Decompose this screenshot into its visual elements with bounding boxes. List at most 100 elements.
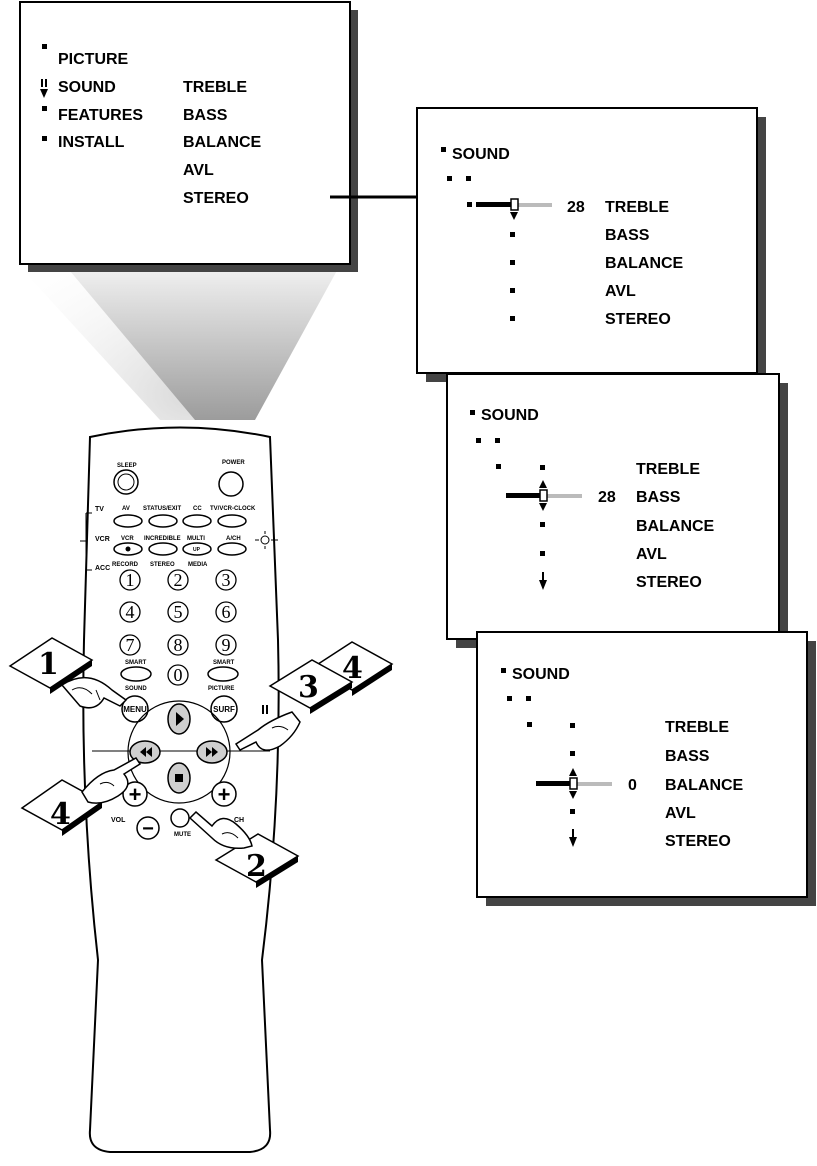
side-label-vcr: VCR	[95, 536, 110, 543]
menu-item-features: FEATURES	[58, 107, 143, 124]
menu-item-picture: PICTURE	[58, 51, 129, 68]
level-slider	[536, 768, 612, 799]
cc-label: CC	[193, 506, 202, 512]
av-button[interactable]	[113, 514, 143, 528]
incredible-stereo-button[interactable]	[148, 542, 178, 556]
status-exit-button[interactable]	[148, 514, 178, 528]
pointing-hand-1-icon	[60, 676, 128, 709]
multi-up-label: UP	[193, 547, 201, 553]
digit-8-button[interactable]	[167, 634, 189, 656]
step-1-marker: 1	[8, 637, 94, 694]
step-2-number: 2	[246, 849, 267, 884]
ch-up-button[interactable]	[211, 781, 237, 807]
digit-5-label: 5	[174, 602, 183, 622]
level-slider	[476, 198, 552, 220]
status-exit-label: STATUS/EXIT	[143, 506, 181, 512]
digit-3-button[interactable]	[215, 569, 237, 591]
smart-picture-button[interactable]	[207, 666, 239, 682]
panel-item-bass: BASS	[665, 748, 710, 765]
panel-title: SOUND	[481, 407, 539, 424]
mute-label: MUTE	[174, 832, 191, 838]
ach-button[interactable]	[217, 542, 247, 556]
surf-button[interactable]	[210, 695, 238, 723]
bullet-icon	[510, 316, 515, 321]
play-icon	[176, 712, 184, 726]
digit-5-button[interactable]	[167, 601, 189, 623]
multi-media-button[interactable]	[182, 542, 212, 556]
digit-7-button[interactable]	[119, 634, 141, 656]
panel-item-balance: BALANCE	[665, 777, 744, 794]
panel-item-bass: BASS	[605, 227, 650, 244]
panel-item-avl: AVL	[665, 805, 696, 822]
bullet-icon	[441, 147, 446, 152]
menu-button[interactable]	[121, 695, 149, 723]
digit-3-label: 3	[222, 570, 231, 590]
vol-down-button[interactable]	[136, 816, 160, 840]
digit-9-button[interactable]	[215, 634, 237, 656]
digit-0-button[interactable]	[167, 664, 189, 686]
cc-button[interactable]	[182, 514, 212, 528]
bullet-icon	[570, 809, 575, 814]
level-value: 0	[628, 777, 637, 794]
picture-label: PICTURE	[208, 686, 234, 692]
scroll-down-icon	[539, 572, 547, 590]
digit-2-button[interactable]	[167, 569, 189, 591]
digit-1-label: 1	[126, 570, 135, 590]
step-2-marker: 2	[214, 833, 300, 888]
tv-vcr-clock-button[interactable]	[217, 514, 247, 528]
digit-4-label: 4	[126, 602, 135, 622]
bullet-icon	[470, 410, 475, 415]
bullet-icon	[42, 44, 47, 49]
panel-title: SOUND	[512, 666, 570, 683]
bullet-icon	[476, 438, 481, 443]
side-label-tv: TV	[95, 506, 104, 513]
vol-up-button[interactable]	[122, 781, 148, 807]
bullet-icon	[510, 232, 515, 237]
level-value: 28	[567, 199, 585, 216]
mute-button[interactable]	[170, 808, 190, 828]
panel-item-balance: BALANCE	[605, 255, 684, 272]
bullet-icon	[540, 551, 545, 556]
plus-icon: +	[129, 782, 142, 807]
level-value: 28	[598, 489, 616, 506]
submenu-balance: BALANCE	[183, 134, 262, 151]
power-button[interactable]	[218, 471, 244, 497]
number-pad: 1 2 3 4 5 6 7 8 9 0	[119, 569, 237, 686]
rewind-icon	[140, 747, 146, 757]
step-1-number: 1	[38, 647, 59, 682]
nav-ring	[127, 700, 231, 804]
bullet-icon	[42, 136, 47, 141]
main-menu-screen: PICTURE SOUND FEATURES INSTALL TREBLE BA…	[19, 1, 358, 272]
smart-picture-label: SMART	[213, 660, 235, 666]
sound-panel-balance: SOUND 0 TREBLE BASS BALANCE AVL STEREO	[476, 631, 816, 906]
sun-icon	[255, 531, 278, 549]
remote-light-beam	[65, 265, 340, 420]
digit-6-button[interactable]	[215, 601, 237, 623]
minus-icon: −	[142, 818, 154, 840]
digit-4-button[interactable]	[119, 601, 141, 623]
sleep-label: SLEEP	[117, 463, 137, 469]
side-label-acc: ACC	[95, 565, 110, 572]
bullet-icon	[527, 722, 532, 727]
record-label: RECORD	[112, 562, 139, 568]
bullet-icon	[510, 260, 515, 265]
submenu-stereo: STEREO	[183, 190, 249, 207]
bullet-icon	[466, 176, 471, 181]
digit-8-label: 8	[174, 635, 183, 655]
smart-sound-button[interactable]	[120, 666, 152, 682]
panel-item-stereo: STEREO	[636, 574, 702, 591]
bullet-icon	[42, 106, 47, 111]
digit-1-button[interactable]	[119, 569, 141, 591]
record-dot-icon	[125, 546, 131, 552]
smart-sound-label: SMART	[125, 660, 147, 666]
bullet-icon	[570, 751, 575, 756]
fast-forward-icon	[206, 747, 212, 757]
pointing-hand-4-icon	[81, 757, 142, 804]
bullet-icon	[447, 176, 452, 181]
plus-icon: +	[218, 782, 231, 807]
step-3-number: 3	[298, 670, 319, 705]
step-4-left-marker: 4	[20, 779, 104, 836]
media-label: MEDIA	[188, 562, 208, 568]
av-label: AV	[122, 506, 130, 512]
vcr-label: VCR	[121, 536, 134, 542]
